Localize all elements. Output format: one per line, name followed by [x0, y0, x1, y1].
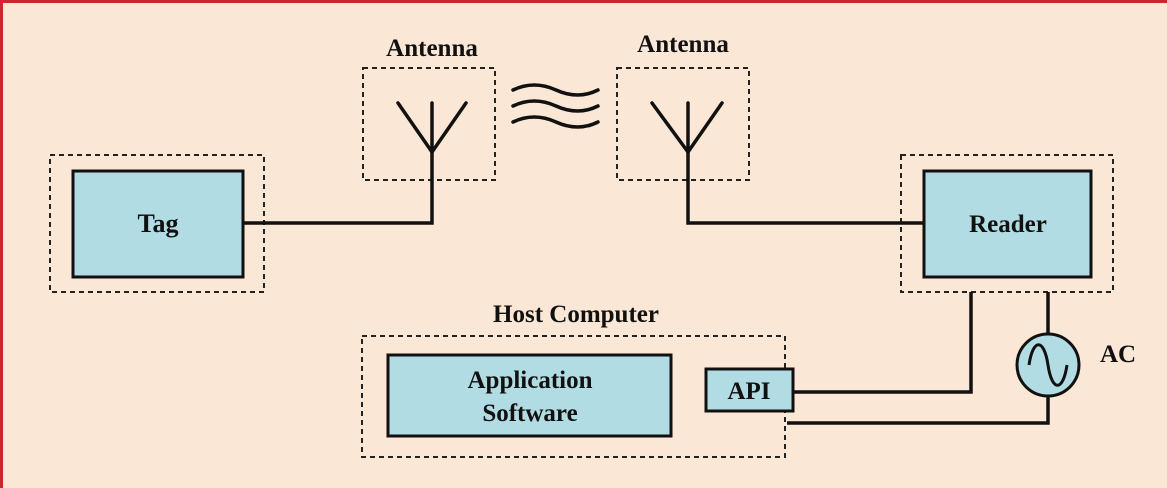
api-box — [704, 367, 795, 413]
reader-label: Reader — [969, 211, 1047, 238]
application-software-label-line2: Software — [482, 400, 577, 427]
wire-tag-to-antenna — [243, 150, 434, 225]
reader-dashed-enclosure — [900, 154, 1114, 293]
host-computer-label: Host Computer — [493, 301, 659, 328]
ac-sine-icon — [1027, 343, 1069, 387]
antenna-icon — [650, 101, 724, 154]
tag-antenna-label: Antenna — [386, 35, 478, 62]
antenna-icon — [396, 101, 468, 154]
reader-group: Reader — [900, 154, 1114, 293]
tag-label: Tag — [138, 209, 179, 238]
wire-antenna-to-reader — [686, 150, 924, 225]
tag-box — [71, 169, 245, 279]
api-label: API — [727, 378, 770, 405]
reader-box — [922, 169, 1093, 279]
reader-antenna-group: Antenna — [616, 31, 750, 181]
wire-ac-to-host — [787, 395, 1050, 425]
reader-antenna-dashed-enclosure — [616, 67, 750, 181]
wires — [243, 150, 1050, 425]
radio-waves-icon — [511, 83, 600, 129]
tag-antenna-group: Antenna — [362, 35, 496, 181]
application-software-box — [386, 353, 673, 438]
ac-source-group: AC — [1015, 332, 1136, 398]
application-software-label-line1: Application — [467, 367, 592, 394]
reader-antenna-label: Antenna — [637, 31, 729, 58]
wire-reader-to-api — [793, 292, 973, 394]
ac-label: AC — [1100, 341, 1136, 368]
host-computer-dashed-enclosure — [361, 335, 786, 458]
host-computer-group: Host Computer Application Software API — [361, 301, 795, 458]
tag-group: Tag — [49, 154, 265, 293]
tag-antenna-dashed-enclosure — [362, 67, 496, 181]
